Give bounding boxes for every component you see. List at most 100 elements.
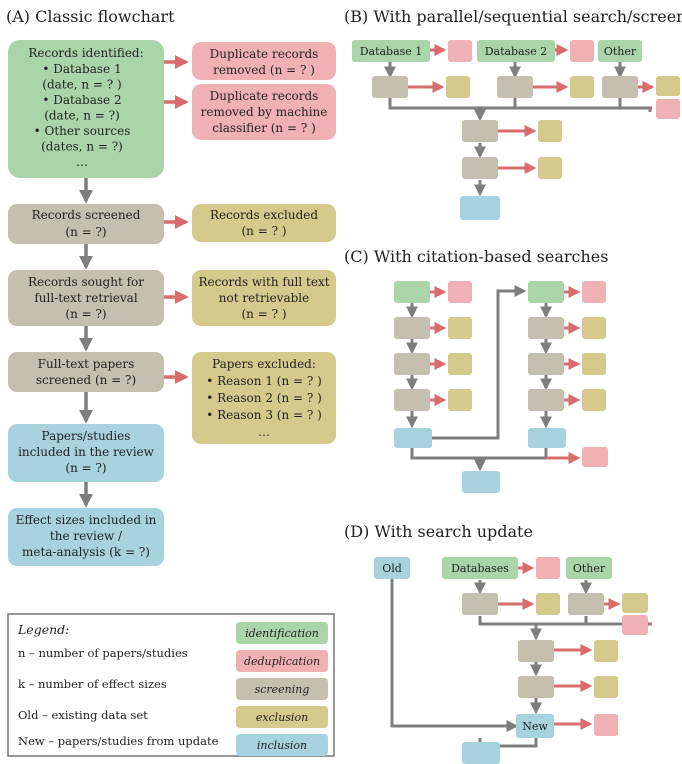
d-old bbox=[374, 557, 410, 579]
records-identified-title: Records identified: bbox=[28, 46, 143, 60]
records-sought-line: (n = ?) bbox=[65, 307, 106, 321]
records-screened-box bbox=[8, 204, 164, 244]
fulltext-screened-line: screened (n = ?) bbox=[36, 373, 136, 387]
records-identified-line: (dates, n = ?) bbox=[41, 140, 123, 154]
legend-tag-exclusion: exclusion bbox=[256, 711, 308, 724]
d-excl-4 bbox=[594, 676, 618, 698]
records-identified-sources: • Database 1(date, n = ? )• Database 2(d… bbox=[34, 62, 131, 169]
machine-duplicates-line: Duplicate records bbox=[210, 89, 319, 103]
records-identified-line: … bbox=[76, 155, 88, 169]
b-screen-5 bbox=[462, 157, 498, 179]
records-sought-line: Records sought for bbox=[28, 275, 144, 289]
not-retrievable-text: Records with full text not retrievable (n … bbox=[198, 275, 329, 321]
c-excl-1a bbox=[448, 317, 472, 339]
legend-swatch-exclusion bbox=[236, 706, 328, 728]
d-screen-3 bbox=[518, 640, 554, 662]
panel-b-title: (B) With parallel/sequential search/scre… bbox=[344, 7, 682, 26]
d-included-final bbox=[462, 742, 500, 764]
papers-excluded-text: Papers excluded: • Reason 1 (n = ? ) • Rea… bbox=[206, 357, 322, 439]
duplicates-removed-text: Duplicate records removed (n = ? ) bbox=[210, 47, 319, 77]
legend-heading: Legend: bbox=[17, 622, 69, 637]
papers-included-line: included in the review bbox=[18, 445, 155, 459]
legend-tag-inclusion: inclusion bbox=[257, 739, 307, 752]
legend-item-new: New – papers/studies from update bbox=[18, 734, 219, 748]
b-screen-3 bbox=[602, 76, 638, 98]
records-excluded-line: Records excluded bbox=[210, 208, 318, 222]
panel-b-exclusion-arrows bbox=[408, 44, 655, 174]
b-excl-1 bbox=[446, 76, 470, 98]
b-excl-2 bbox=[570, 76, 594, 98]
b-db1-dedup bbox=[448, 40, 472, 62]
d-dedup-final bbox=[622, 615, 648, 635]
records-screened-line: Records screened bbox=[32, 208, 141, 222]
b-excl-4 bbox=[538, 120, 562, 142]
papers-excluded-line: • Reason 1 (n = ? ) bbox=[206, 374, 322, 388]
d-excl-1 bbox=[536, 593, 560, 615]
not-retrievable-line: (n = ? ) bbox=[241, 307, 286, 321]
b-excl-3 bbox=[656, 76, 680, 96]
b-included bbox=[460, 196, 500, 220]
panel-c-exclusion-arrows bbox=[430, 286, 581, 464]
panel-d-exclusion-arrows bbox=[498, 562, 652, 730]
c-screen-1b bbox=[394, 353, 430, 375]
effect-sizes-line: meta-analysis (k = ?) bbox=[22, 545, 150, 559]
legend-item-k: k – number of effect sizes bbox=[18, 677, 167, 691]
d-new-label: New bbox=[522, 720, 548, 733]
legend-tag-screening: screening bbox=[255, 683, 310, 696]
b-database-1 bbox=[352, 40, 430, 62]
c-excl-2b bbox=[582, 353, 606, 375]
duplicates-removed-line: Duplicate records bbox=[210, 47, 319, 61]
papers-included-line: Papers/studies bbox=[42, 429, 131, 443]
effect-sizes-box bbox=[8, 508, 164, 566]
c-dedup-1 bbox=[448, 281, 472, 303]
effect-sizes-line: the review / bbox=[50, 529, 123, 543]
not-retrievable-line: not retrievable bbox=[219, 291, 309, 305]
c-screen-1c bbox=[394, 389, 430, 411]
d-databases bbox=[442, 557, 518, 579]
duplicates-removed-box bbox=[192, 42, 336, 80]
c-screen-2b bbox=[528, 353, 564, 375]
b-database-1-label: Database 1 bbox=[360, 45, 423, 58]
fulltext-screened-box bbox=[8, 352, 164, 392]
d-dedup-1 bbox=[536, 557, 560, 579]
panel-c-flow-arrows bbox=[406, 285, 552, 472]
records-identified-line: • Database 2 bbox=[42, 93, 121, 107]
b-dedup-final bbox=[656, 99, 680, 119]
records-identified-box bbox=[8, 40, 164, 178]
c-search-2 bbox=[528, 281, 564, 303]
papers-excluded-line: • Reason 3 (n = ? ) bbox=[206, 408, 322, 422]
legend-tag-deduplication: deduplication bbox=[244, 655, 320, 668]
duplicates-removed-line: removed (n = ? ) bbox=[213, 63, 315, 77]
b-db2-dedup bbox=[570, 40, 594, 62]
c-dedup-final bbox=[582, 447, 608, 467]
machine-duplicates-line: classifier (n = ? ) bbox=[212, 121, 316, 135]
b-database-2-label: Database 2 bbox=[485, 45, 548, 58]
machine-duplicates-text: Duplicate records removed by machine class… bbox=[201, 89, 328, 135]
d-old-label: Old bbox=[382, 562, 402, 575]
c-excl-1b bbox=[448, 353, 472, 375]
b-other bbox=[598, 40, 642, 62]
not-retrievable-box bbox=[192, 270, 336, 326]
c-excl-2c bbox=[582, 389, 606, 411]
records-screened-line: (n = ?) bbox=[65, 225, 106, 239]
d-excl-2 bbox=[622, 593, 648, 613]
papers-excluded-line: Papers excluded: bbox=[212, 357, 316, 371]
c-screen-2a bbox=[528, 317, 564, 339]
d-excl-3 bbox=[594, 640, 618, 662]
d-other bbox=[566, 557, 612, 579]
panel-a-exclusion-arrows bbox=[164, 55, 189, 384]
c-dedup-2 bbox=[582, 281, 606, 303]
records-excluded-text: Records excluded(n = ? ) bbox=[210, 208, 318, 238]
b-excl-5 bbox=[538, 157, 562, 179]
legend-swatch-deduplication bbox=[236, 650, 328, 672]
b-database-2 bbox=[477, 40, 555, 62]
legend-swatch-screening bbox=[236, 678, 328, 700]
machine-duplicates-line: removed by machine bbox=[201, 105, 328, 119]
not-retrievable-line: Records with full text bbox=[198, 275, 329, 289]
records-screened-text: Records screened (n = ?) bbox=[32, 208, 141, 239]
panel-c-title: (C) With citation-based searches bbox=[344, 247, 608, 266]
